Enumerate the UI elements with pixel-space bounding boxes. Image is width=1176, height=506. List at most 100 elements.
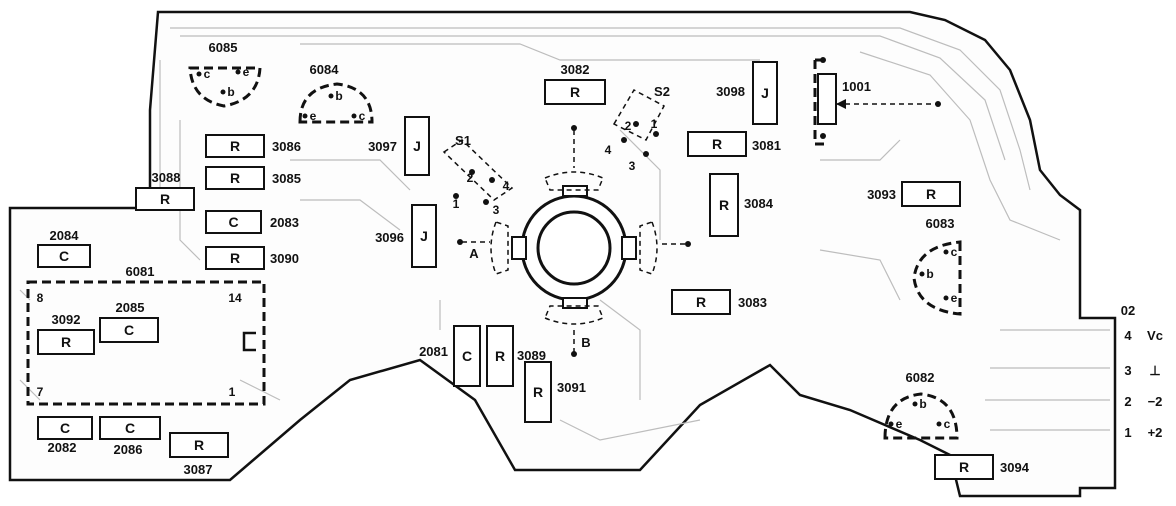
transistor-pin-e: e [310, 109, 317, 123]
component-type: R [160, 191, 170, 207]
component-type: R [696, 294, 706, 310]
transistor-outlines [188, 66, 962, 440]
component-body [524, 361, 552, 423]
component-type: R [230, 170, 240, 186]
component-ref-label: 3090 [270, 251, 299, 266]
component-3084: R 3084 [709, 173, 774, 237]
transistor-pin-dot [888, 421, 894, 427]
connector-label: 02 [1121, 303, 1135, 318]
potentiometer-1001: 1001 [813, 57, 941, 146]
component-ref-label: 2084 [50, 228, 80, 243]
component-body [205, 166, 265, 190]
component-ref-label: 3082 [561, 62, 590, 77]
transistor-pin-dot [220, 89, 226, 95]
component-type: C [124, 322, 134, 338]
component-3087: R 3087 [169, 432, 229, 477]
ic-pin-14: 14 [228, 291, 242, 305]
ic-pin-8: 8 [37, 291, 44, 305]
transistor-pin-dot [919, 271, 925, 277]
s2-pin-2: 2 [625, 119, 632, 133]
component-body [709, 173, 739, 237]
hall-label-b: B [581, 335, 590, 350]
component-body [205, 210, 262, 234]
component-ref-label: 3093 [867, 187, 896, 202]
connector-02: 02 4 Vc 3 ⊥ 2 −2 1 +2 [1121, 303, 1163, 440]
component-ref-label: 2085 [116, 300, 145, 315]
component-body [99, 317, 159, 343]
transistor-pin-c: c [359, 109, 366, 123]
component-2085: C 2085 [99, 300, 159, 343]
pad-top [562, 185, 588, 197]
transistor-pin-b: b [926, 267, 933, 281]
transistor-pin-dot [302, 113, 308, 119]
transistor-6084: 6084 b e c [302, 62, 366, 123]
transistor-ref-label: 6084 [310, 62, 340, 77]
component-type: R [533, 384, 543, 400]
component-body [671, 289, 731, 315]
transistor-ref-label: 6082 [906, 370, 935, 385]
inner-ring [536, 210, 612, 286]
component-ref-label: 3092 [52, 312, 81, 327]
transistor-pin-e: e [951, 291, 958, 305]
connector-pin-2-number: 2 [1124, 394, 1131, 409]
component-3093: R 3093 [867, 181, 961, 207]
pad-bottom [562, 297, 588, 309]
component-type: R [926, 186, 936, 202]
component-ref-label: 3088 [152, 170, 181, 185]
transistor-pin-dot [943, 249, 949, 255]
component-body [37, 416, 93, 440]
transistor-pin-b: b [919, 397, 926, 411]
ic-pin-1: 1 [229, 385, 236, 399]
component-body [205, 246, 265, 270]
component-ref-label: 3084 [744, 196, 774, 211]
ic-notch [242, 331, 256, 352]
component-ref-label: 3091 [557, 380, 586, 395]
transistor-pin-b: b [335, 89, 342, 103]
ic-label: 6081 [126, 264, 155, 279]
connector-pin-1-signal: +2 [1148, 425, 1163, 440]
component-type: R [194, 437, 204, 453]
connector-pin-2-signal: −2 [1148, 394, 1163, 409]
switch-s2: S2 1 2 3 4 [605, 84, 670, 173]
transistor-pin-c: c [951, 245, 958, 259]
component-ref-label: 2081 [419, 344, 448, 359]
transistor-pin-dot [936, 421, 942, 427]
component-ref-label: 3081 [752, 138, 781, 153]
s1-pin-3: 3 [493, 203, 500, 217]
component-ref-label: 3086 [272, 139, 301, 154]
component-type: R [719, 197, 729, 213]
s2-label: S2 [654, 84, 670, 99]
connector-pin-4-number: 4 [1124, 328, 1132, 343]
component-ref-label: 3087 [184, 462, 213, 477]
component-type: C [228, 214, 238, 230]
component-body [99, 416, 161, 440]
ic-pin-7: 7 [37, 385, 44, 399]
component-body [169, 432, 229, 458]
s1-pin-4: 4 [503, 179, 510, 193]
component-body [135, 187, 195, 211]
transistor-pin-dot [912, 401, 918, 407]
transistor-pin-dot [196, 71, 202, 77]
component-body [37, 244, 91, 268]
component-body [453, 325, 481, 387]
component-type: C [125, 420, 135, 436]
transistor-pin-dot [351, 113, 357, 119]
pad-right [621, 236, 637, 260]
ic-6081: 6081 8 14 7 1 [26, 264, 266, 406]
